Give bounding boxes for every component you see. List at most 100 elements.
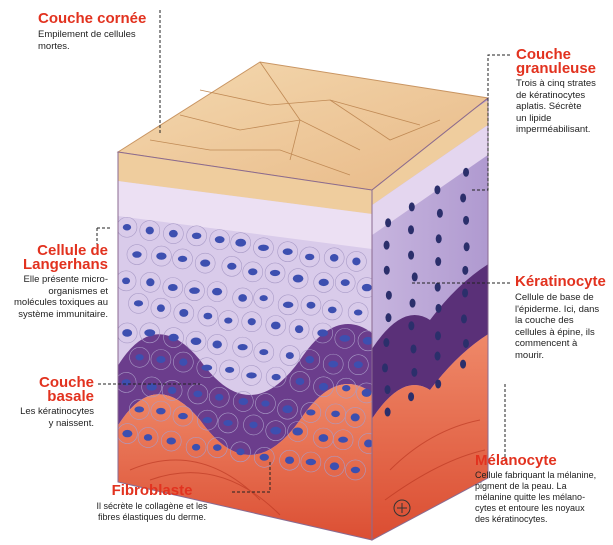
- cell-nucleus: [123, 224, 131, 230]
- cell-nucleus: [384, 241, 390, 250]
- cell-nucleus: [191, 338, 202, 345]
- desc-couche-cornee-line: mortes.: [38, 41, 146, 53]
- label-couche-basale: Couche basale Les kératinocytes y naisse…: [0, 376, 94, 429]
- cell-nucleus: [192, 233, 201, 239]
- cell-nucleus: [271, 322, 281, 330]
- cell-nucleus: [352, 257, 360, 265]
- cell-nucleus: [292, 428, 303, 436]
- cell-nucleus: [411, 368, 417, 377]
- cell-nucleus: [203, 417, 212, 423]
- cell-nucleus: [464, 242, 470, 251]
- cell-nucleus: [436, 234, 442, 243]
- cell-nucleus: [179, 309, 188, 317]
- cell-nucleus: [283, 248, 293, 255]
- label-couche-granuleuse: Couche granuleuse Trois à cinq strates d…: [516, 48, 596, 136]
- cell-nucleus: [463, 339, 469, 348]
- cell-nucleus: [189, 287, 200, 294]
- cell-nucleus: [305, 254, 314, 260]
- label-langerhans: Cellule de Langerhans Elle présente micr…: [0, 244, 108, 320]
- title-couche-granuleuse: granuleuse: [516, 62, 596, 76]
- desc-granuleuse-line: de kératinocytes: [516, 90, 596, 102]
- desc-fibroblaste-line: Il sécrète le collagène et les: [72, 501, 232, 512]
- cell-nucleus: [408, 251, 414, 260]
- cell-nucleus: [215, 236, 225, 243]
- cell-nucleus: [248, 268, 257, 275]
- cell-nucleus: [328, 307, 337, 314]
- cell-nucleus: [285, 456, 294, 463]
- desc-keratinocyte-line: cellules à épine, ils: [515, 327, 606, 339]
- cell-nucleus: [235, 239, 246, 247]
- cell-nucleus: [460, 360, 466, 369]
- cell-nucleus: [408, 392, 414, 401]
- cell-nucleus: [225, 367, 234, 373]
- cell-nucleus: [179, 358, 187, 365]
- cell-nucleus: [328, 361, 338, 368]
- cell-nucleus: [238, 344, 248, 350]
- cell-nucleus: [146, 278, 154, 286]
- desc-granuleuse-line: aplatis. Sécrète: [516, 101, 596, 113]
- cell-nucleus: [319, 279, 329, 286]
- cell-nucleus: [192, 444, 200, 451]
- cell-nucleus: [306, 459, 316, 466]
- cell-nucleus: [412, 272, 418, 281]
- cell-nucleus: [362, 389, 372, 397]
- cell-nucleus: [385, 313, 391, 322]
- cell-nucleus: [227, 263, 236, 270]
- cell-nucleus: [135, 354, 143, 360]
- cell-nucleus: [168, 387, 176, 394]
- cell-nucleus: [434, 185, 440, 194]
- cell-nucleus: [178, 413, 188, 419]
- cell-nucleus: [169, 230, 178, 238]
- cell-nucleus: [249, 422, 257, 429]
- cell-nucleus: [213, 444, 221, 451]
- desc-melanocyte-line: Cellule fabriquant la mélanine,: [475, 470, 613, 481]
- cell-nucleus: [383, 338, 389, 347]
- cell-nucleus: [146, 227, 154, 235]
- cell-nucleus: [330, 254, 338, 262]
- cell-nucleus: [168, 284, 178, 291]
- label-couche-cornee: Couche cornée Empilement de cellules mor…: [38, 12, 146, 52]
- cell-nucleus: [435, 379, 441, 388]
- desc-melanocyte-line: pigment de la peau. La: [475, 481, 613, 492]
- cell-nucleus: [224, 317, 232, 323]
- desc-granuleuse-line: imperméabilisant.: [516, 124, 596, 136]
- cell-nucleus: [307, 302, 316, 309]
- cell-nucleus: [437, 209, 443, 218]
- cell-nucleus: [460, 193, 466, 202]
- cell-nucleus: [317, 329, 328, 336]
- cell-nucleus: [293, 275, 304, 283]
- desc-keratinocyte-line: la couche des: [515, 315, 606, 327]
- desc-granuleuse-line: Trois à cinq strates: [516, 78, 596, 90]
- cell-nucleus: [286, 352, 294, 359]
- cell-nucleus: [282, 405, 292, 413]
- cell-nucleus: [203, 313, 212, 320]
- cell-nucleus: [463, 168, 469, 177]
- cell-nucleus: [354, 361, 363, 368]
- cell-nucleus: [295, 325, 303, 333]
- cell-nucleus: [156, 252, 166, 259]
- cell-nucleus: [239, 398, 249, 405]
- desc-melanocyte-line: des kératinocytes.: [475, 514, 613, 525]
- cell-nucleus: [212, 288, 222, 295]
- cell-nucleus: [270, 427, 281, 435]
- desc-langerhans-line: organismes et: [0, 286, 108, 298]
- cell-nucleus: [351, 413, 360, 421]
- cell-nucleus: [436, 304, 442, 313]
- title-melanocyte: Mélanocyte: [475, 454, 613, 468]
- cell-nucleus: [340, 335, 351, 342]
- cell-nucleus: [236, 448, 244, 455]
- cell-nucleus: [296, 378, 305, 385]
- title-keratinocyte: Kératinocyte: [515, 275, 606, 289]
- cell-nucleus: [132, 251, 141, 257]
- cell-nucleus: [338, 437, 348, 443]
- cell-nucleus: [305, 356, 314, 363]
- title-fibroblaste: Fibroblaste: [72, 484, 232, 498]
- desc-granuleuse-line: un lipide: [516, 113, 596, 125]
- cell-nucleus: [122, 379, 131, 385]
- cell-nucleus: [362, 284, 372, 291]
- cell-nucleus: [385, 408, 391, 417]
- cell-nucleus: [122, 329, 132, 337]
- desc-langerhans-line: molécules toxiques au: [0, 297, 108, 309]
- cell-nucleus: [258, 245, 269, 251]
- cell-nucleus: [144, 329, 155, 336]
